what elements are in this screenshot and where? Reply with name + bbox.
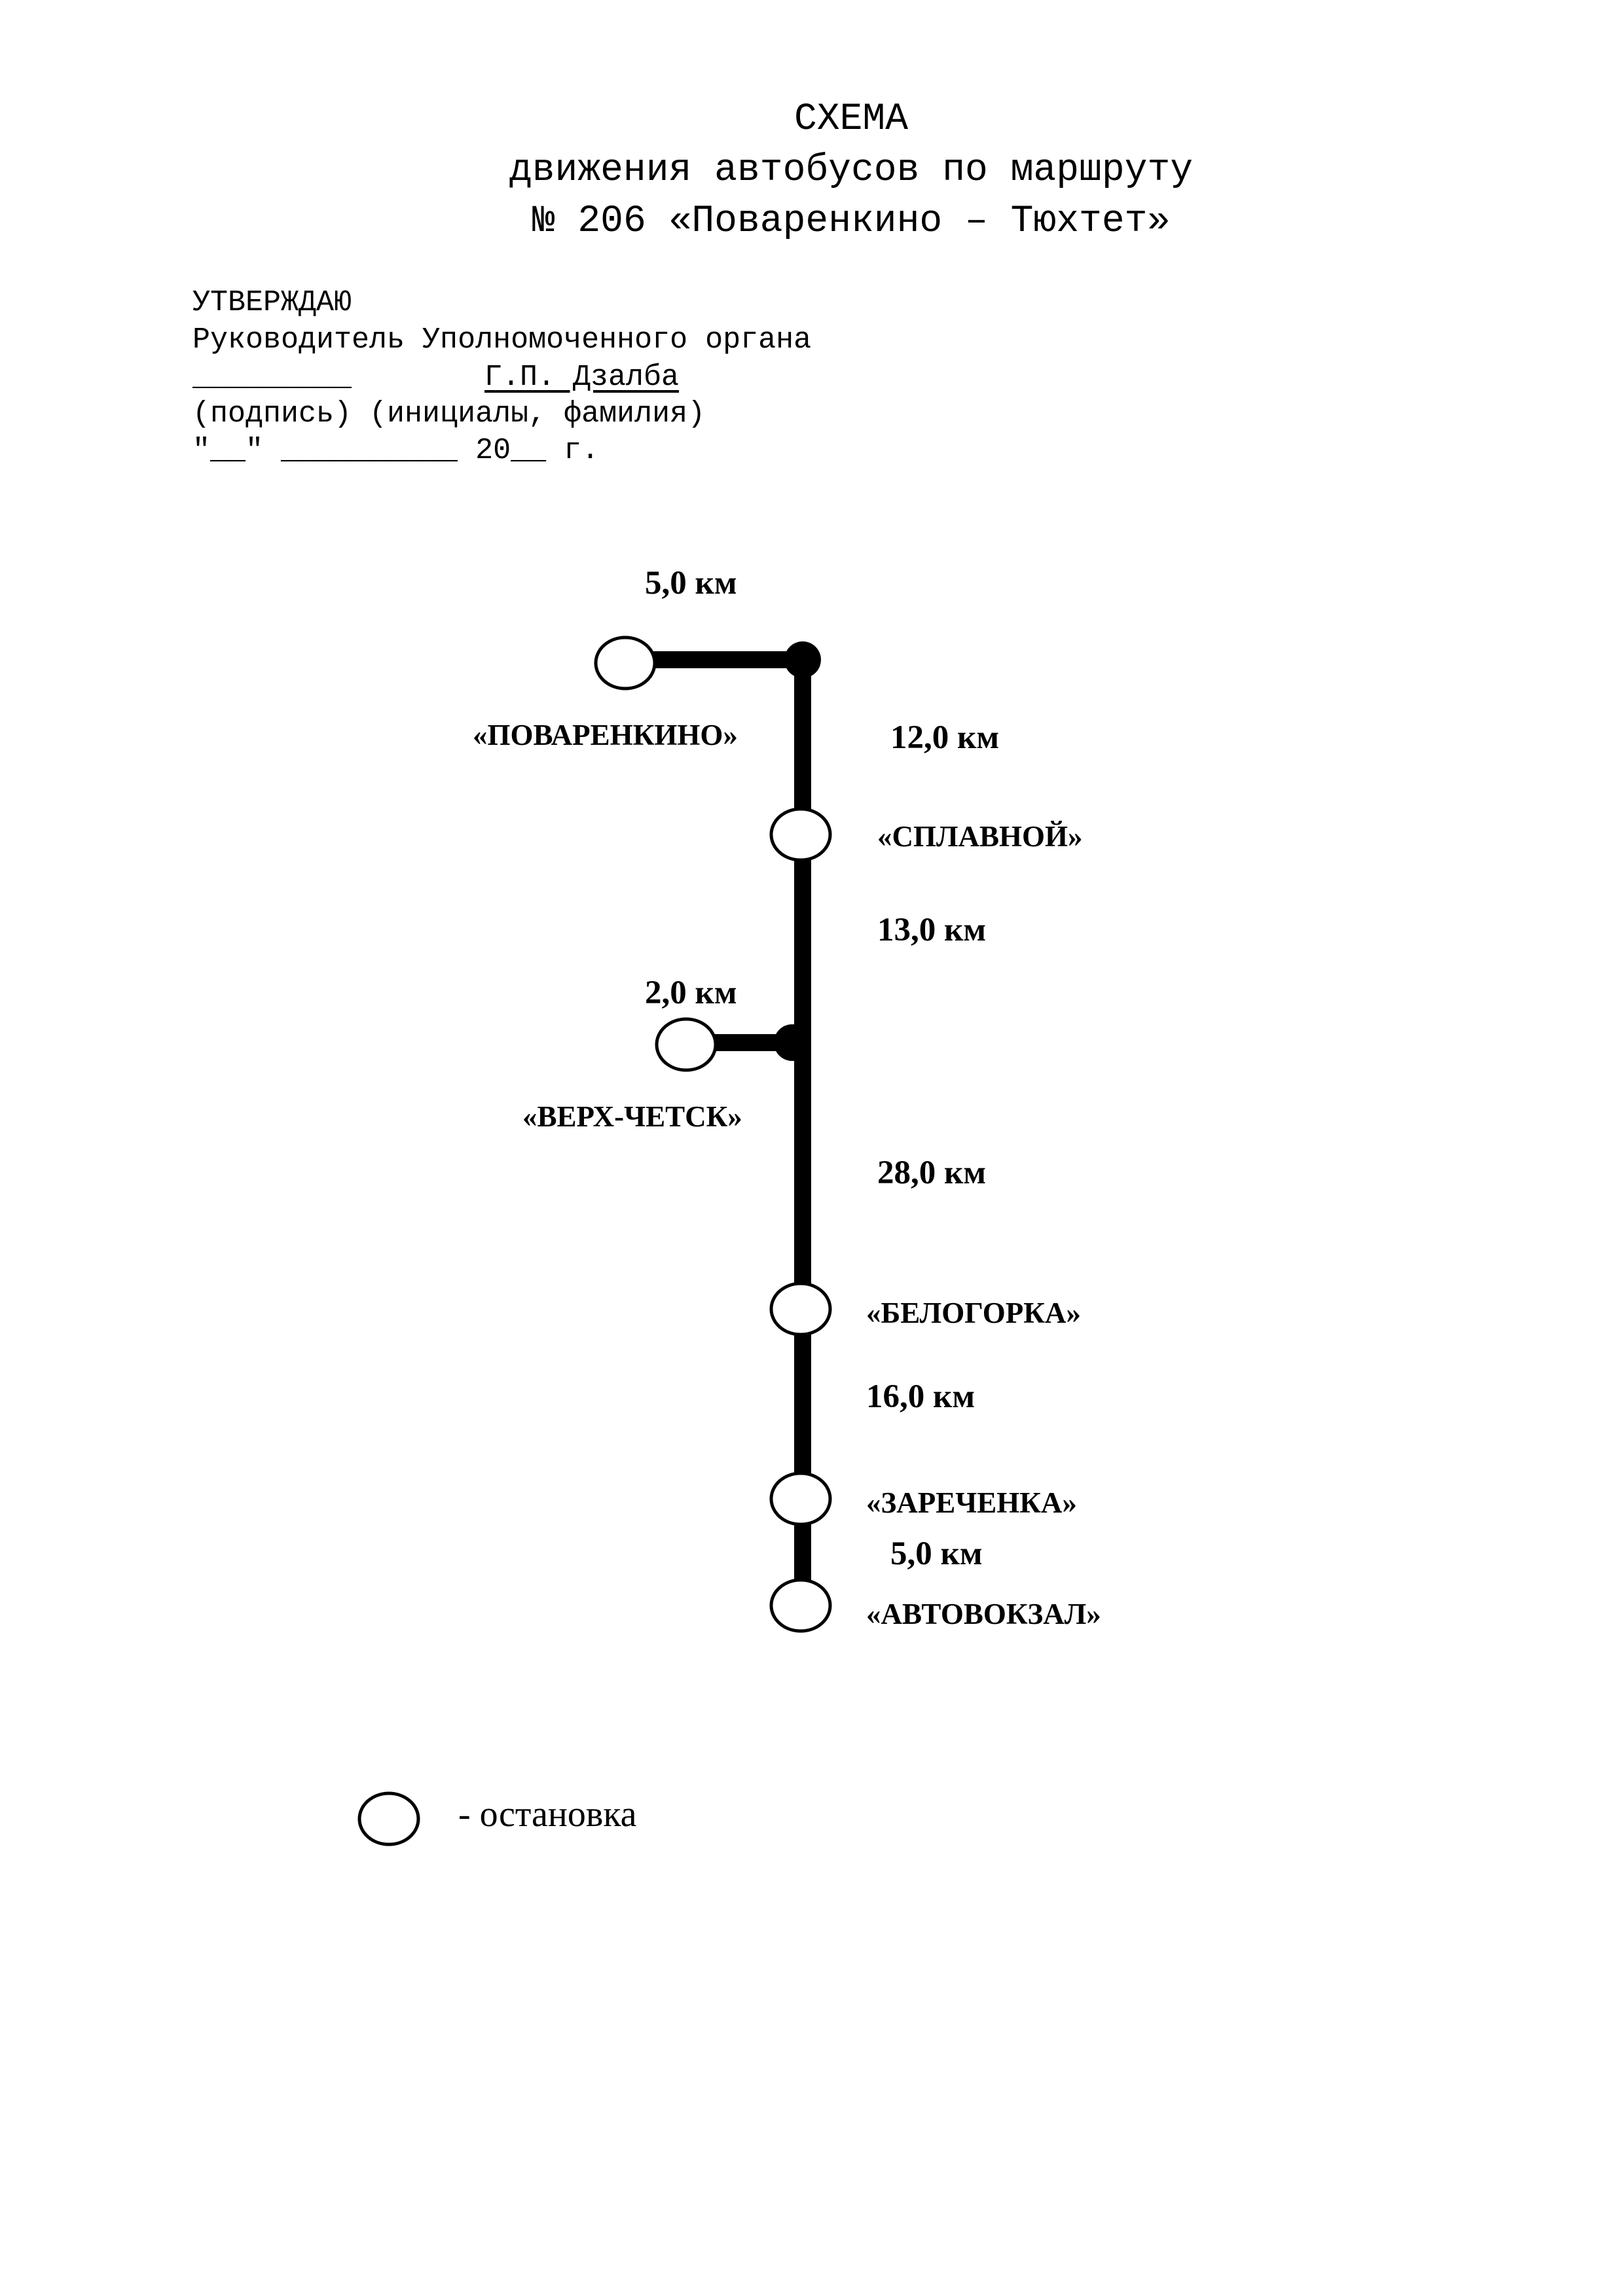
approver-position: Руководитель Уполномоченного органа [192, 323, 812, 357]
junction-point [784, 641, 821, 678]
stop-label: «ВЕРХ-ЧЕТСК» [522, 1100, 742, 1133]
distance-label: 16,0 км [866, 1378, 976, 1415]
stop-marker-splavnoy [769, 807, 832, 862]
stop-label: «ЗАРЕЧЕНКА» [866, 1486, 1077, 1519]
distance-label: 5,0 км [645, 565, 737, 601]
stop-label: «АВТОВОКЗАЛ» [866, 1598, 1101, 1630]
legend-stop-icon [357, 1791, 420, 1846]
signer-name: Г.П. Дзалба [484, 361, 680, 394]
stop-marker-verkh-chetsk [655, 1017, 718, 1072]
signature-caption: (подпись) (инициалы, фамилия) [192, 397, 706, 431]
stop-marker-povarenkino [594, 636, 657, 691]
distance-label: 13,0 км [877, 912, 987, 948]
distance-label: 2,0 км [645, 975, 737, 1011]
stop-marker-avtovokzal [769, 1578, 832, 1633]
stop-label: «СПЛАВНОЙ» [877, 820, 1083, 853]
stop-label: «ПОВАРЕНКИНО» [473, 719, 738, 751]
stop-label: «БЕЛОГОРКА» [866, 1297, 1081, 1329]
title-line-1: СХЕМА [793, 98, 909, 141]
distance-label: 5,0 км [890, 1535, 983, 1572]
distance-label: 28,0 км [877, 1155, 987, 1191]
stop-marker-belogorka [769, 1282, 832, 1336]
title-line-2: движения автобусов по маршруту [509, 149, 1194, 192]
junction-point [774, 1024, 811, 1061]
distance-label: 12,0 км [890, 719, 1000, 756]
approve-label: УТВЕРЖДАЮ [192, 286, 352, 319]
signature-blank: _________ [192, 361, 352, 394]
title-line-3: № 206 «Поваренкино – Тюхтет» [532, 200, 1171, 243]
date-line: "__" __________ 20__ г. [192, 434, 600, 467]
stop-marker-zarechenka [769, 1471, 832, 1526]
legend-stop-label: - остановка [458, 1794, 637, 1835]
